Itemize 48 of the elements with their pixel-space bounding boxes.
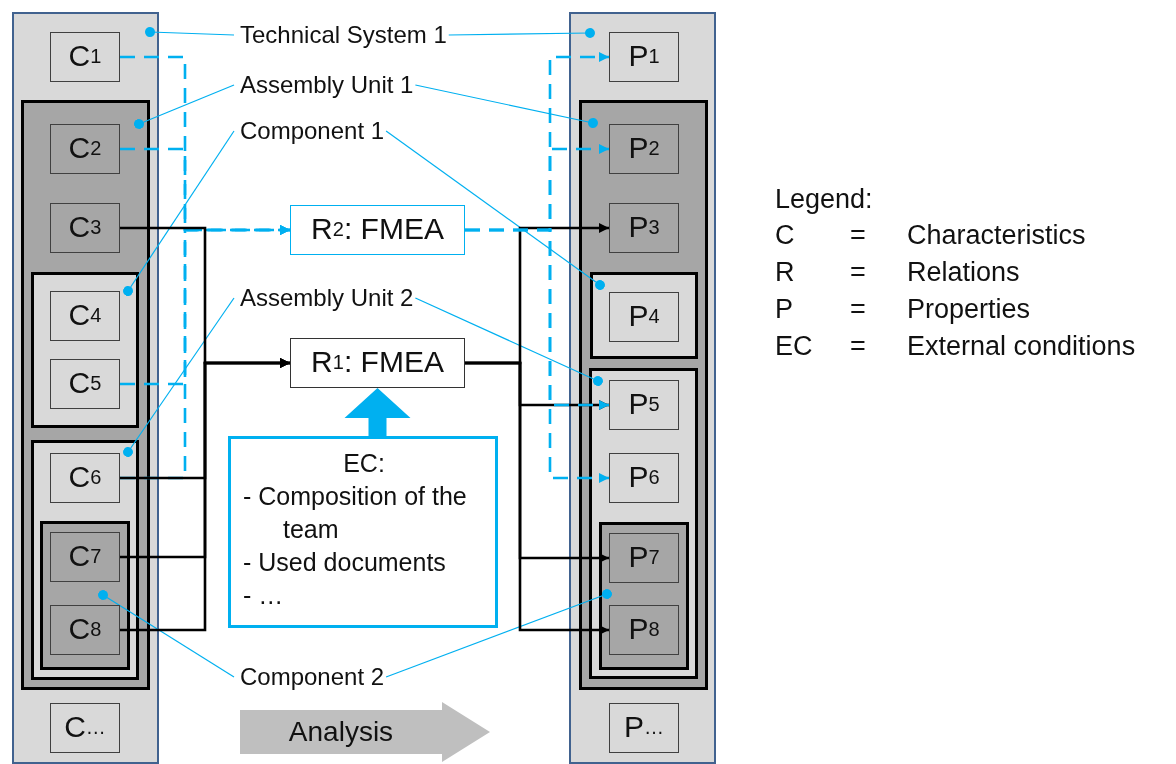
legend-symbol: EC xyxy=(775,330,813,363)
leader-line xyxy=(134,84,235,129)
leader-line xyxy=(414,297,603,386)
box-heading: EC: xyxy=(342,448,386,479)
leader-line xyxy=(385,589,612,678)
legend-meaning: Characteristics xyxy=(907,219,1086,252)
leader-line xyxy=(123,297,235,457)
leader-line xyxy=(414,84,598,128)
system-column xyxy=(12,12,159,764)
component-panel xyxy=(31,272,139,428)
list-item: - Composition of the team xyxy=(243,481,468,545)
component-panel xyxy=(590,272,698,359)
legend-heading: Legend: xyxy=(775,183,873,216)
list-item: - … xyxy=(243,580,285,611)
callout-label: Technical System 1 xyxy=(240,18,447,52)
leader-line xyxy=(123,130,235,296)
conditions-box xyxy=(228,436,498,628)
legend-equals: = xyxy=(850,293,866,326)
legend-meaning: Relations xyxy=(907,256,1020,289)
component-panel xyxy=(40,521,130,670)
list-item: - Used documents xyxy=(243,547,447,578)
legend-symbol: C xyxy=(775,219,795,252)
arrow xyxy=(120,358,290,632)
legend-equals: = xyxy=(850,219,866,252)
arrow xyxy=(465,228,609,483)
legend-equals: = xyxy=(850,256,866,289)
assembly-panel xyxy=(579,100,708,690)
legend-meaning: Properties xyxy=(907,293,1031,326)
leader-line xyxy=(145,27,235,37)
component-panel xyxy=(599,522,689,670)
leader-line xyxy=(98,590,235,678)
legend-meaning: External conditions xyxy=(907,330,1136,363)
legend-symbol: R xyxy=(775,256,795,289)
callout-label: Component 1 xyxy=(240,114,385,148)
arrow xyxy=(465,361,609,635)
analysis-arrow: Analysis xyxy=(240,702,490,762)
leader-line xyxy=(448,28,595,38)
leader-line xyxy=(385,130,605,290)
assembly-panel xyxy=(589,368,698,679)
callout-label: Assembly Unit 1 xyxy=(240,68,414,102)
assembly-panel xyxy=(21,100,150,690)
block-arrow xyxy=(344,388,411,436)
callout-label: Assembly Unit 2 xyxy=(240,281,414,315)
callout-label: Component 2 xyxy=(240,660,385,694)
system-column xyxy=(569,12,716,764)
legend-equals: = xyxy=(850,330,866,363)
legend-symbol: P xyxy=(775,293,793,326)
assembly-panel xyxy=(31,440,139,680)
